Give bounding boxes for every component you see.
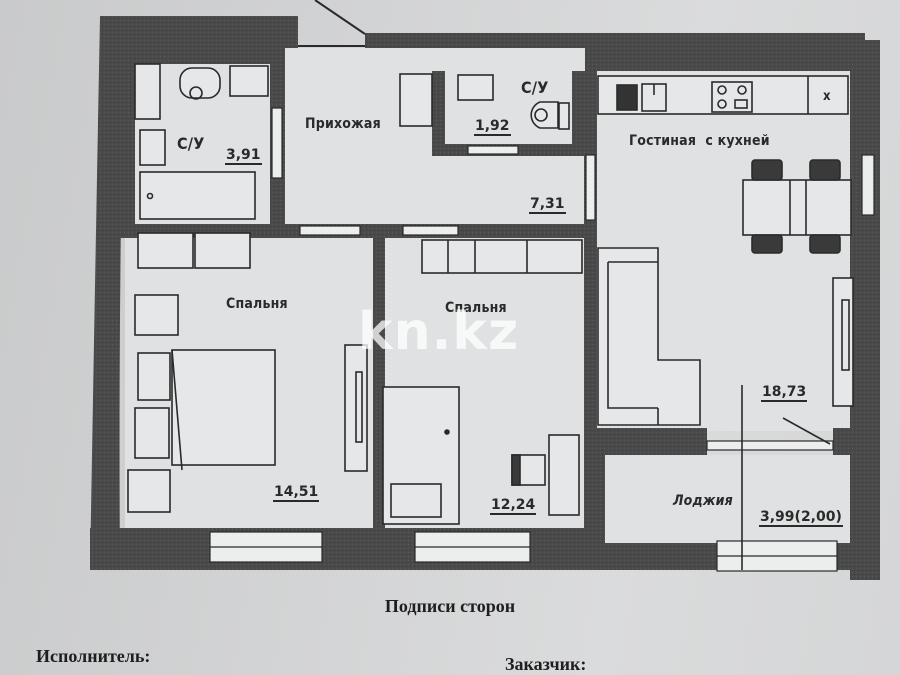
customer-label: Заказчик: xyxy=(505,654,587,674)
room-label-bathroom1: С/У xyxy=(177,134,205,153)
signatures-title: Подписи сторон xyxy=(384,596,516,616)
bathtub xyxy=(139,171,256,220)
room-area-hallway: 7,31 xyxy=(529,196,566,214)
room-label-living-kitchen: Гостиная с кухней xyxy=(629,133,770,149)
dining-table xyxy=(742,179,852,236)
room-area-bathroom2: 1,92 xyxy=(474,118,511,136)
entrance-door xyxy=(298,0,366,47)
hall-wardrobe xyxy=(399,73,433,127)
floor-plan xyxy=(90,0,880,580)
room-area-bedroom2: 12,24 xyxy=(490,497,537,515)
wardrobe-1b xyxy=(194,232,251,269)
room-area-bedroom1: 14,51 xyxy=(273,484,320,502)
room-label-hallway: Прихожая xyxy=(305,116,381,132)
vent-mark: x xyxy=(823,89,831,104)
bed xyxy=(171,349,276,466)
floor-loggia xyxy=(604,455,850,543)
toilet-1 xyxy=(179,67,221,99)
room-area-living-kitchen: 18,73 xyxy=(761,384,808,402)
room-label-bedroom2: Спальня xyxy=(445,300,507,316)
wardrobe-2 xyxy=(421,239,583,274)
room-area-bathroom1: 3,91 xyxy=(225,147,262,165)
room-area-loggia: 3,99(2,00) xyxy=(759,509,843,527)
wardrobe-1a xyxy=(137,232,194,269)
room-label-loggia: Лоджия xyxy=(673,493,733,509)
room-label-bathroom2: С/У xyxy=(521,78,549,97)
contractor-label: Исполнитель: xyxy=(36,646,151,666)
furniture xyxy=(127,63,854,525)
toilet-2 xyxy=(530,101,559,129)
bath1-cabinet xyxy=(134,63,161,120)
desk xyxy=(548,434,580,516)
watermark: kn.kz xyxy=(358,302,520,362)
room-label-bedroom1: Спальня xyxy=(226,296,288,312)
washing-machine xyxy=(139,129,166,166)
sink-2 xyxy=(457,74,494,101)
